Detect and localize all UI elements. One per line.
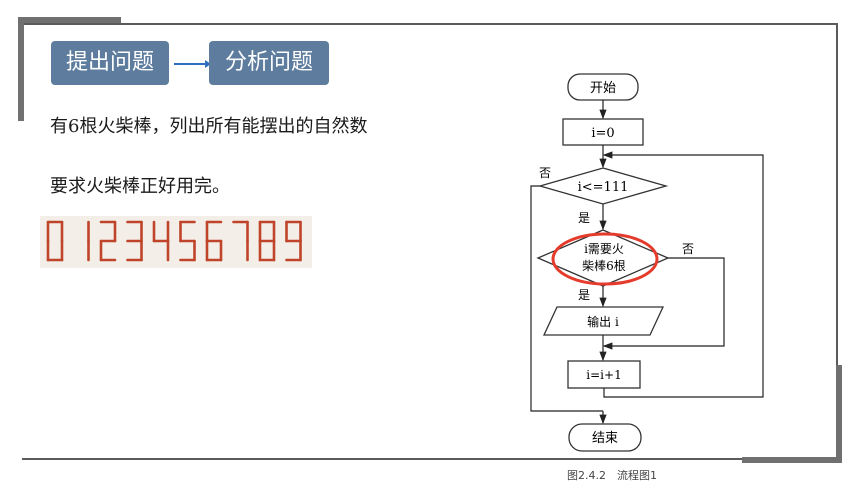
frame-right-line bbox=[836, 23, 838, 463]
matchstick-digit bbox=[99, 220, 117, 262]
matchstick-digit bbox=[285, 220, 302, 262]
matchstick-digits-image bbox=[40, 216, 312, 268]
frame-bottom-right-accent-h bbox=[742, 457, 842, 463]
problem-text-line1: 有6根火柴棒，列出所有能摆出的自然数 bbox=[50, 116, 368, 137]
need-no-path bbox=[602, 257, 725, 350]
frame-bottom-line bbox=[22, 458, 838, 460]
tag-arrow bbox=[174, 60, 211, 68]
matchstick-digit bbox=[46, 220, 64, 262]
loop-condition-label: i<=111 bbox=[578, 180, 629, 195]
tag-analyze-question: 分析问题 bbox=[209, 41, 329, 85]
output-label: 输出 i bbox=[587, 314, 619, 329]
frame-bottom-right-accent-v bbox=[836, 365, 842, 463]
init-node bbox=[562, 118, 644, 146]
end-label: 结束 bbox=[592, 431, 618, 446]
need-yes-label: 是 bbox=[578, 288, 590, 302]
matchstick-digit bbox=[179, 220, 196, 262]
need-six-label-line2: 柴棒6根 bbox=[582, 259, 626, 273]
init-label: i=0 bbox=[591, 126, 614, 141]
matchstick-digit bbox=[152, 220, 170, 262]
increment-node bbox=[567, 360, 641, 389]
need-six-condition-node bbox=[536, 229, 670, 287]
need-no-label: 否 bbox=[682, 242, 694, 256]
loop-no-label: 否 bbox=[539, 166, 551, 180]
need-six-label-line1: i需要火 bbox=[584, 242, 624, 256]
loop-yes-label: 是 bbox=[578, 211, 590, 225]
output-node bbox=[542, 306, 665, 336]
start-label: 开始 bbox=[590, 81, 616, 96]
matchstick-digit bbox=[205, 220, 223, 262]
tag-propose-question: 提出问题 bbox=[51, 41, 169, 85]
frame-left-accent bbox=[18, 17, 24, 121]
matchstick-digit bbox=[126, 220, 143, 262]
matchstick-digit bbox=[232, 220, 249, 262]
problem-text-line2: 要求火柴棒正好用完。 bbox=[50, 176, 230, 197]
loop-no-path bbox=[530, 185, 603, 412]
highlight-ellipse bbox=[551, 232, 659, 286]
loop-back-path bbox=[602, 151, 764, 398]
flowchart-caption: 图2.4.2 流程图1 bbox=[567, 469, 657, 482]
increment-label: i=i+1 bbox=[586, 368, 621, 382]
matchstick-digit bbox=[258, 220, 276, 262]
frame-top-left-accent bbox=[18, 17, 121, 23]
end-node bbox=[568, 423, 642, 452]
frame-top-line bbox=[22, 23, 837, 25]
